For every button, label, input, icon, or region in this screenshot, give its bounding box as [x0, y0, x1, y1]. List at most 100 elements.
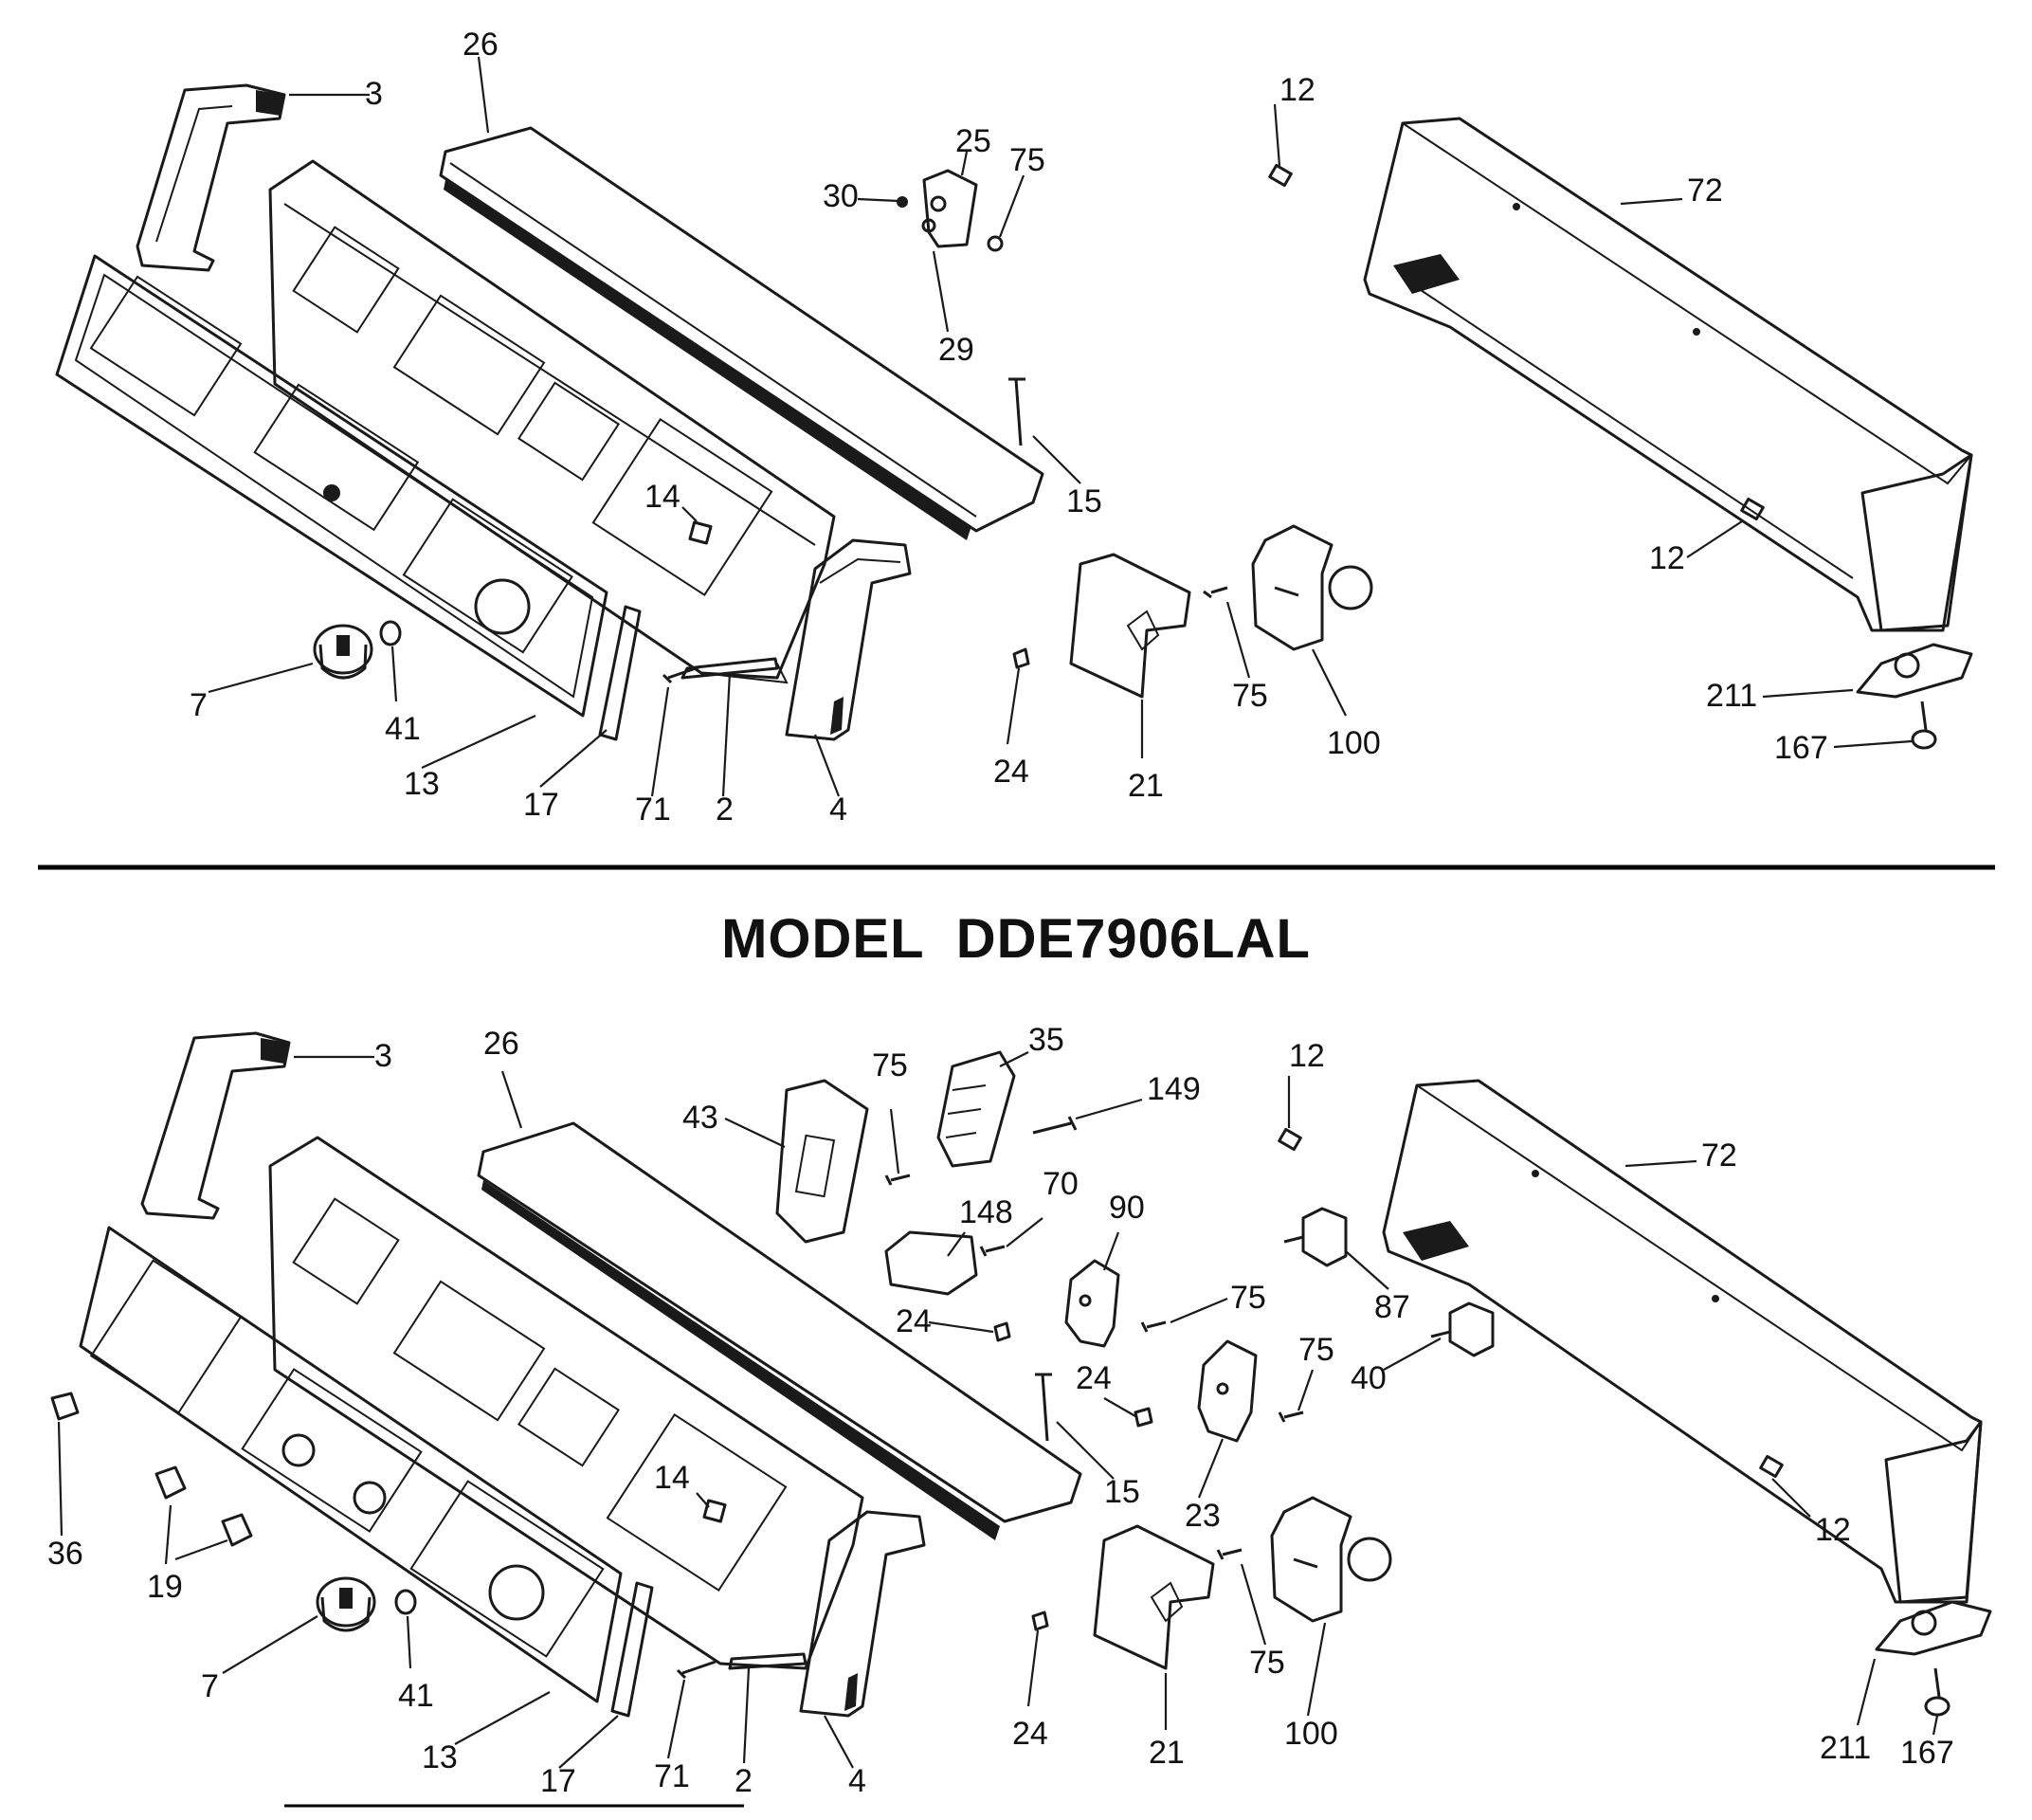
screw-15-b: [1035, 1373, 1052, 1442]
screw-71-b: [676, 1660, 717, 1680]
knob-spring: [379, 620, 402, 646]
screw-75-b1: [884, 1174, 911, 1186]
end-cap-left: [136, 83, 286, 272]
callout-13: 13: [404, 766, 440, 802]
bracket-strip-b: [610, 1581, 654, 1718]
end-cap-right-b: [799, 1510, 926, 1718]
callout-26: 26: [463, 27, 499, 63]
callout-75-b1: 75: [872, 1047, 908, 1083]
callout-24-b2: 24: [1076, 1360, 1112, 1396]
callout-35: 35: [1028, 1022, 1064, 1058]
callout-14-b: 14: [654, 1460, 690, 1496]
callouts-bottom: 3 26 35 75 149 12 43 72 148 70 90 24 75 …: [47, 1022, 1954, 1799]
end-cap-right: [785, 538, 912, 741]
clip-14: [688, 520, 713, 545]
callout-211-b: 211: [1820, 1730, 1871, 1766]
switch-35: [936, 1050, 1016, 1168]
callout-167: 167: [1774, 730, 1828, 766]
control-panel-body-b: [268, 1136, 864, 1670]
callout-167-b: 167: [1900, 1735, 1954, 1771]
screw-75-b4: [1216, 1548, 1243, 1560]
rail-2: [680, 657, 779, 680]
backsplash-housing-b: [1382, 1079, 1983, 1604]
screw-75a: [987, 235, 1004, 252]
screw-75b: [1203, 586, 1228, 599]
callout-23: 23: [1185, 1498, 1221, 1534]
callout-40: 40: [1351, 1360, 1387, 1396]
switch-87: [1283, 1207, 1348, 1267]
callout-12-b1: 12: [1289, 1038, 1325, 1074]
callout-12b: 12: [1649, 540, 1685, 576]
callout-2-b: 2: [735, 1763, 753, 1799]
callout-25: 25: [955, 123, 991, 159]
clip-14-b: [702, 1499, 727, 1523]
leveling-leg-167-b: [1924, 1667, 1950, 1717]
callout-17-b: 17: [540, 1763, 576, 1799]
bracket-43: [775, 1079, 869, 1244]
top-trim: [439, 126, 1044, 540]
callout-43: 43: [682, 1100, 718, 1136]
callout-36: 36: [47, 1536, 83, 1572]
callout-15-b: 15: [1104, 1474, 1140, 1510]
callout-100-b: 100: [1284, 1716, 1338, 1752]
callouts-top: 26 3 12 25 30 75 72 29 15 14 12 7 41 13 …: [190, 27, 1828, 828]
leader-lines-top: [208, 56, 1913, 797]
mounting-plate-21: [1069, 553, 1191, 699]
control-panel-body: [268, 159, 836, 684]
callout-149: 149: [1147, 1071, 1201, 1107]
callout-100: 100: [1327, 725, 1381, 761]
callout-75-b4: 75: [1249, 1645, 1285, 1681]
screw-24-top: [1012, 647, 1030, 669]
knob: [313, 624, 373, 680]
callout-14: 14: [644, 479, 680, 515]
button-19a: [154, 1465, 187, 1500]
mounting-plate-21-b: [1093, 1524, 1215, 1670]
callout-75-b2: 75: [1230, 1280, 1266, 1316]
callout-72: 72: [1687, 173, 1723, 209]
callout-2: 2: [716, 792, 734, 828]
callout-7: 7: [190, 687, 208, 723]
callout-21: 21: [1128, 768, 1164, 804]
callout-24: 24: [993, 754, 1029, 790]
callout-75-b3: 75: [1298, 1332, 1334, 1368]
button-19b: [221, 1513, 253, 1547]
callout-148: 148: [959, 1194, 1013, 1230]
timer-100-b: [1270, 1496, 1392, 1623]
callout-71-b: 71: [654, 1758, 690, 1794]
callout-12-b2: 12: [1815, 1512, 1851, 1548]
timer-100: [1251, 524, 1373, 651]
callout-4-b: 4: [848, 1763, 866, 1799]
bracket-148: [884, 1230, 978, 1296]
knob-spring-b: [394, 1589, 417, 1615]
front-fascia-panel-b: [79, 1226, 623, 1703]
screw-24-b3: [1031, 1611, 1049, 1631]
front-fascia-panel: [55, 254, 608, 718]
screw-24-b1: [993, 1321, 1011, 1342]
callout-70: 70: [1043, 1166, 1079, 1202]
callout-3-b: 3: [374, 1038, 392, 1074]
top-diagram: 26 3 12 25 30 75 72 29 15 14 12 7 41 13 …: [55, 27, 1973, 828]
bracket-90: [1064, 1259, 1120, 1348]
clip-12a: [1268, 163, 1293, 188]
switch-40: [1430, 1301, 1495, 1357]
screw-149: [1032, 1116, 1078, 1135]
bracket-211: [1856, 643, 1973, 699]
bottom-diagram: 3 26 35 75 149 12 43 72 148 70 90 24 75 …: [47, 1022, 1992, 1808]
callout-90: 90: [1109, 1190, 1145, 1226]
callout-21-b: 21: [1149, 1735, 1185, 1771]
screw-70: [979, 1245, 1006, 1257]
clip-12-b2: [1759, 1454, 1784, 1479]
callout-29: 29: [938, 332, 974, 368]
callout-72-b: 72: [1701, 1138, 1737, 1174]
callout-17: 17: [523, 787, 559, 823]
callout-26-b: 26: [483, 1026, 519, 1062]
top-trim-b: [477, 1121, 1082, 1540]
callout-15: 15: [1066, 483, 1102, 519]
knob-b: [316, 1576, 376, 1632]
callout-19: 19: [147, 1569, 183, 1605]
callout-7-b: 7: [201, 1668, 219, 1704]
leveling-leg-167: [1911, 701, 1937, 750]
callout-41-b: 41: [398, 1678, 434, 1714]
rail-2-b: [728, 1652, 807, 1670]
switch-25: [921, 169, 978, 248]
